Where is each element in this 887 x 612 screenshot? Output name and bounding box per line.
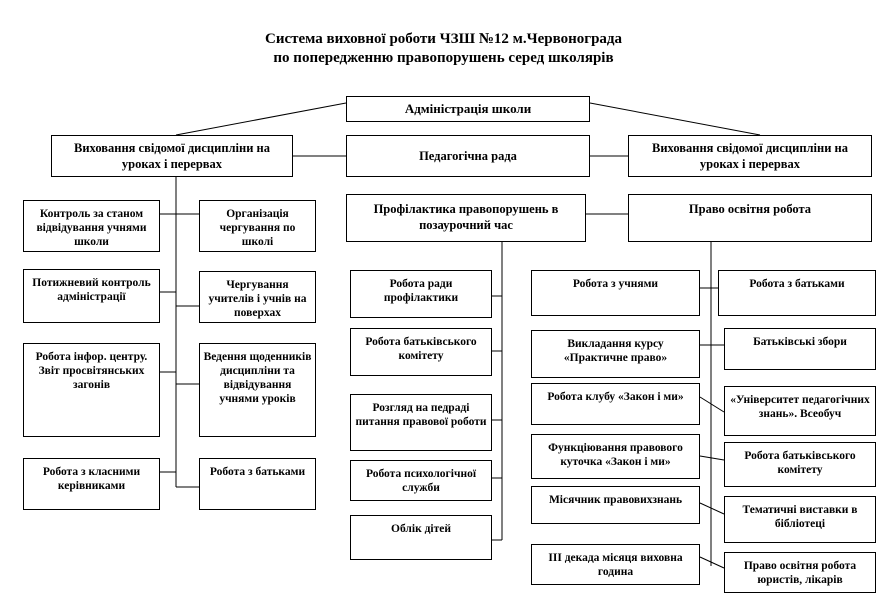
law-col1-item: ІІІ декада місяця виховна година [531,544,700,585]
prevention-item: Облік дітей [350,515,492,560]
law-col2-item: «Університет педагогічних знань». Всеобу… [724,386,876,436]
left-col1-item: Робота з класними керівниками [23,458,160,510]
law-col1-item: Робота з учнями [531,270,700,316]
prevention-item: Робота ради профілактики [350,270,492,318]
prevention-item: Розгляд на педраді питання правової робо… [350,394,492,451]
left-col1-item: Потижневий контроль адміністрації [23,269,160,323]
left-col1-item: Контроль за станом відвідування учнями ш… [23,200,160,252]
administration-box: Адміністрація школи [346,96,590,122]
law-col1-item: Викладання курсу «Практичне право» [531,330,700,378]
prevention-box: Профілактика правопорушень в позаурочний… [346,194,586,242]
law-col1-item: Функціювання правового куточка «Закон і … [531,434,700,479]
pedagogical-council-box: Педагогічна рада [346,135,590,177]
diagram-title-line-2: по попередженню правопорушень серед школ… [273,50,614,66]
law-col2-item: Робота батьківського комітету [724,442,876,487]
law-col1-item: Місячник правовихзнань [531,486,700,524]
law-col2-item: Робота з батьками [718,270,876,316]
law-col2-item: Батьківські збори [724,328,876,370]
diagram-title-line-1: Система виховної роботи ЧЗШ №12 м.Червон… [264,31,623,47]
left-col2-item: Робота з батьками [199,458,316,510]
law-col2-item: Право освітня робота юристів, лікарів [724,552,876,593]
prevention-item: Робота батьківського комітету [350,328,492,376]
prevention-item: Робота психологічної служби [350,460,492,501]
left-col2-item: Чергування учителів і учнів на поверхах [199,271,316,323]
left-col2-item: Організація чергування по школі [199,200,316,252]
law-col2-item: Тематичні виставки в бібліотеці [724,496,876,543]
left-col1-item: Робота інфор. центру. Звіт просвітянськи… [23,343,160,437]
left-col2-item: Ведення щоденників дисципліни та відвіду… [199,343,316,437]
discipline-box-right: Виховання свідомої дисципліни на уроках … [628,135,872,177]
discipline-box-left: Виховання свідомої дисципліни на уроках … [51,135,293,177]
law-col1-item: Робота клубу «Закон і ми» [531,383,700,425]
law-education-box: Право освітня робота [628,194,872,242]
